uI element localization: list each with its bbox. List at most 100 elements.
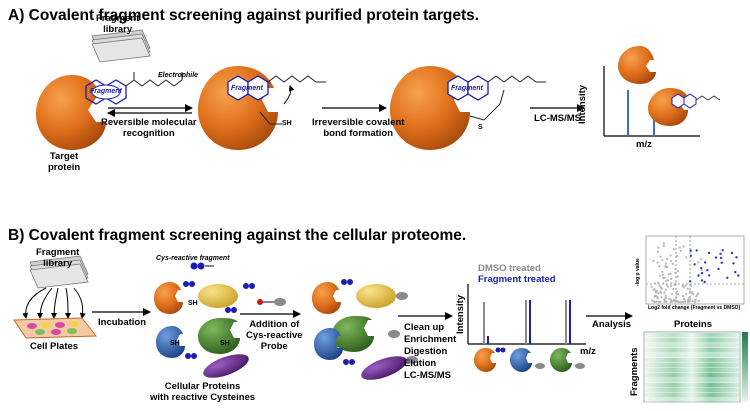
volcano-point [686,299,690,302]
volcano-point [672,287,675,291]
volcano-hit-point [706,269,709,272]
volcano-point [697,299,700,303]
reversible-label: Reversible molecular recognition [101,117,197,139]
fragment-library-label-a: Fragment library [96,13,140,35]
volcano-point [683,300,687,303]
volcano-hit-point [719,256,723,260]
sh-label-b1: SH [188,300,198,307]
volcano-point [670,292,674,295]
volcano-point [660,286,663,289]
volcano-x-label: Log2 fold change (Fragment vs DMSO) [648,305,741,311]
heatmap-row [645,388,739,393]
intensity-label-a: Intensity [577,84,588,124]
heatmap [643,331,748,403]
volcano-point [658,284,661,287]
volcano-point [682,286,685,289]
volcano-point [695,295,698,298]
volcano-point [662,282,665,285]
volcano-point [683,297,686,300]
volcano-point [660,291,663,294]
volcano-point [679,249,683,252]
volcano-point [670,277,673,281]
volcano-point [673,283,676,286]
volcano-point [672,248,676,251]
volcano-point [676,290,679,293]
volcano-hit-point [703,280,706,284]
volcano-point [665,300,668,303]
volcano-point [659,274,662,277]
volcano-hit-point [689,280,692,283]
volcano-point [676,270,680,273]
volcano-point [692,293,695,296]
volcano-y-label: -log p value [635,258,641,286]
volcano-point [664,264,667,268]
volcano-point [675,254,679,258]
analysis-label: Analysis [592,319,632,330]
heatmap-row [645,333,739,338]
volcano-hit-point [697,274,700,277]
volcano-point [669,254,672,257]
reversible-arrows [107,104,193,117]
heatmap-row [645,378,739,383]
volcano-point [694,300,697,303]
volcano-point [662,242,666,245]
volcano-point [657,300,660,303]
volcano-hit-point [707,251,711,255]
volcano-point [669,300,672,304]
volcano-point [691,300,694,303]
volcano-hit-point [714,256,718,259]
volcano-point [664,262,668,265]
volcano-point [688,290,692,293]
fragment-treated-legend: Fragment treated [478,274,556,285]
volcano-point [669,298,673,301]
volcano-hit-point [734,270,737,274]
intensity-label-b: Intensity [455,294,466,334]
target-protein-label: Target protein [48,151,81,173]
volcano-point [667,273,670,276]
volcano-point [654,282,657,285]
volcano-point [670,260,673,263]
volcano-point [658,265,661,268]
volcano-point [682,300,685,304]
volcano-point [651,299,654,302]
volcano-point [700,257,703,260]
volcano-point [674,271,677,274]
incubation-label: Incubation [98,317,147,328]
heatmap-row [645,353,739,358]
volcano-hit-point [730,251,734,255]
volcano-plot [645,235,745,305]
volcano-hit-point [695,249,698,252]
heatmap-row [645,343,739,348]
heatmap-row [645,348,739,353]
heatmap-row [645,368,739,373]
volcano-hit-point [735,256,738,259]
fragment-molecule-a [85,79,127,105]
volcano-point [662,277,665,280]
volcano-point [661,258,664,261]
heatmap-row [645,363,739,368]
dmso-legend: DMSO treated [478,263,541,274]
volcano-point [664,294,667,297]
volcano-point [666,266,669,269]
panel-b-title: B) Covalent fragment screening against t… [8,227,467,244]
volcano-hit-point [700,266,703,270]
volcano-hit-point [719,252,722,255]
panel-a-title: A) Covalent fragment screening against p… [8,7,480,24]
mz-label-a: m/z [636,139,652,150]
volcano-point [678,246,681,249]
volcano-point [670,284,673,287]
s-label-a: S [478,124,483,131]
volcano-point [674,300,677,303]
volcano-point [657,292,660,295]
volcano-point [659,255,662,258]
volcano-point [684,284,687,287]
volcano-point [669,272,672,275]
fragment-library-label-b: Fragment library [36,247,80,269]
sh-label-b3: SH [170,340,180,347]
volcano-hit-point [700,271,704,275]
volcano-hit-point [721,249,724,252]
volcano-hit-point [726,276,729,279]
cellular-proteins-cluster [154,281,255,378]
volcano-hit-point [737,274,740,277]
